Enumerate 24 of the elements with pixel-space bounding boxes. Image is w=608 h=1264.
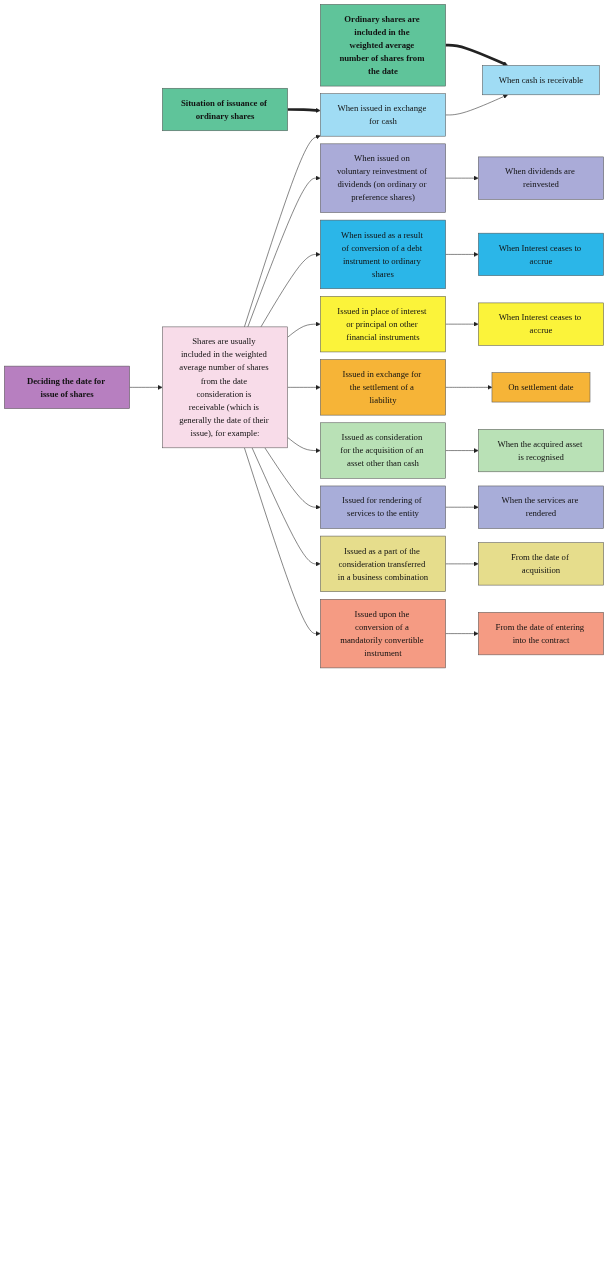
node-box: From the date of entering into the contract bbox=[478, 612, 604, 656]
node-box: When the acquired asset is recognised bbox=[478, 429, 604, 473]
node-box: Ordinary shares are included in the weighted average number of shares from the date bbox=[320, 4, 446, 87]
node-box: When issued as a result of conversion of a debt instrument to ordinary shares bbox=[320, 219, 446, 289]
node-box: When issued in exchange for cash bbox=[320, 93, 446, 137]
node-box: From the date of acquisition bbox=[478, 542, 604, 586]
node-box: On settlement date bbox=[491, 372, 591, 403]
node-box: When cash is receivable bbox=[482, 65, 600, 96]
arrow bbox=[287, 107, 321, 113]
node-box: When the services are rendered bbox=[478, 485, 604, 529]
node-box: Deciding the date for issue of shares bbox=[4, 365, 130, 409]
node-box: When Interest ceases to accrue bbox=[478, 232, 604, 276]
node-box: Issued in place of interest or principal on other financial instruments bbox=[320, 296, 446, 353]
node-box: When issued on voluntary reinvestment of dividends (on ordinary or preference shares) bbox=[320, 143, 446, 213]
node-box: Issued as a part of the consideration transferred in a business combination bbox=[320, 535, 446, 592]
node-box: When Interest ceases to accrue bbox=[478, 302, 604, 346]
node-box: Issued upon the conversion of a mandatorily convertible instrument bbox=[320, 599, 446, 669]
node-box: Issued as consideration for the acquisition of an asset other than cash bbox=[320, 422, 446, 479]
node-box: Issued for rendering of services to the entity bbox=[320, 485, 446, 529]
arrow bbox=[445, 43, 508, 66]
node-box: Issued in exchange for the settlement of a liability bbox=[320, 359, 446, 416]
node-box: Shares are usually included in the weighted average number of shares from the date consideration is receivable (which is generally the date of their issue), for example: bbox=[162, 326, 288, 449]
node-box: When dividends are reinvested bbox=[478, 156, 604, 200]
node-box: Situation of issuance of ordinary shares bbox=[162, 88, 288, 131]
